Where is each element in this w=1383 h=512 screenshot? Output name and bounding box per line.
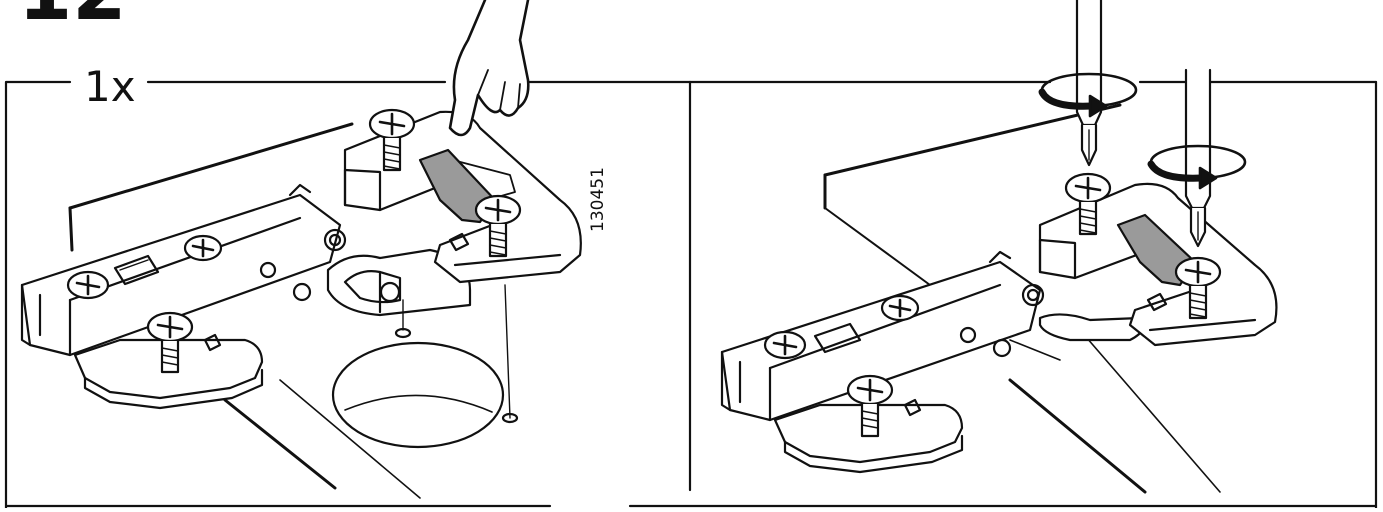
screw-icon — [66, 270, 110, 300]
lever-right — [1116, 213, 1197, 287]
quantity-label: 1x — [78, 66, 142, 108]
screw-icon — [368, 108, 416, 172]
part-code: 130451 — [588, 167, 608, 232]
drilled-holes-left — [331, 299, 519, 449]
clockwise-arrow-icon — [1038, 72, 1138, 118]
screw-icon — [474, 194, 522, 258]
lever-left — [418, 148, 497, 224]
panel-left-frame — [4, 80, 692, 510]
screw-icon — [146, 311, 194, 374]
screw-icon — [846, 374, 894, 438]
cabinet-side-right — [823, 103, 1221, 494]
step-number: 12 — [18, 0, 127, 32]
cabinet-edge-lines-left — [68, 122, 421, 499]
clockwise-arrow-icon — [1147, 144, 1247, 190]
screw-icon — [183, 234, 223, 262]
screw-icon — [1064, 172, 1112, 236]
hinge-illustration-right — [720, 182, 1278, 474]
hinge-illustration-left — [20, 110, 582, 419]
screw-icon — [1174, 256, 1222, 320]
screw-icon — [880, 294, 920, 322]
finger-press-icon — [448, 0, 530, 137]
screwdriver-icon — [1075, 0, 1103, 167]
panel-right-frame — [628, 80, 1378, 510]
screw-icon — [763, 330, 807, 360]
